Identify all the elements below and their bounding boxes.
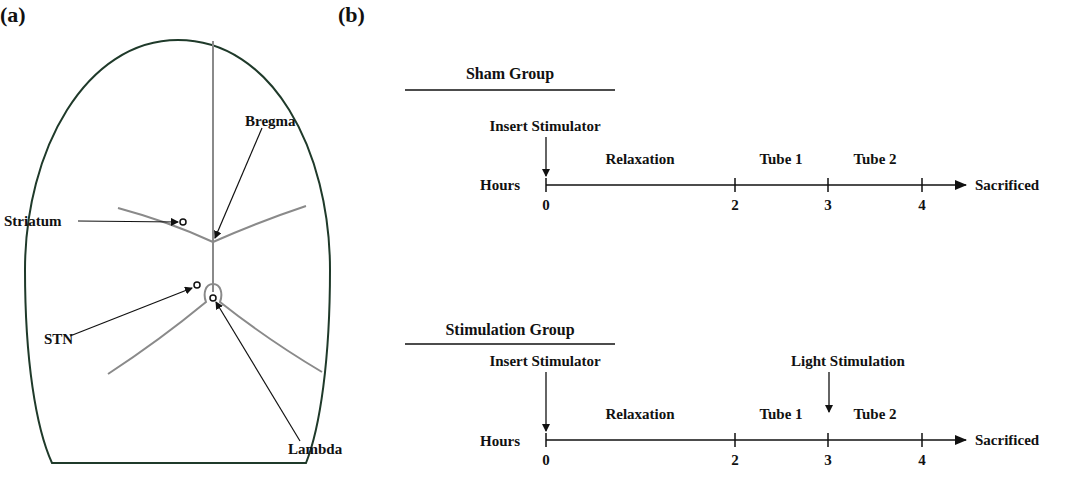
phase-label: Relaxation xyxy=(605,150,674,168)
tick-number: 3 xyxy=(824,196,832,214)
event-arrow xyxy=(828,372,829,412)
structure-label: STN xyxy=(44,330,73,348)
structure-label: Striatum xyxy=(4,212,62,230)
group-heading: Stimulation Group xyxy=(445,320,574,339)
time-axis xyxy=(546,184,966,186)
lambdoid-suture xyxy=(108,284,322,374)
panel-letter: (a) xyxy=(0,2,26,27)
tick xyxy=(827,433,829,447)
phase-label: Tube 1 xyxy=(759,150,802,168)
tick xyxy=(734,433,736,447)
leader-line xyxy=(78,221,178,222)
skull-outline xyxy=(25,40,330,463)
tick-number: 3 xyxy=(824,451,832,469)
target-point xyxy=(210,295,216,301)
tick xyxy=(921,178,923,192)
phase-label: Tube 2 xyxy=(853,405,896,423)
landmark-label: Lambda xyxy=(288,440,342,458)
tick xyxy=(734,178,736,192)
axis-end-label: Sacrificed xyxy=(975,431,1039,449)
event-arrow xyxy=(545,137,546,176)
phase-label: Tube 2 xyxy=(853,150,896,168)
phase-label: Tube 1 xyxy=(759,405,802,423)
time-axis xyxy=(546,439,966,441)
event-label: Light Stimulation xyxy=(791,352,905,370)
target-point xyxy=(194,282,200,288)
axis-end-label: Sacrificed xyxy=(975,176,1039,194)
event-label: Insert Stimulator xyxy=(489,352,600,370)
tick-number: 2 xyxy=(731,196,739,214)
axis-label: Hours xyxy=(480,176,520,194)
heading-underline xyxy=(405,89,615,91)
tick xyxy=(827,178,829,192)
coronal-suture xyxy=(118,206,306,242)
tick xyxy=(545,433,547,447)
heading-underline xyxy=(405,343,615,345)
tick-number: 4 xyxy=(918,451,926,469)
leader-line xyxy=(215,128,262,238)
target-point xyxy=(180,219,186,225)
tick xyxy=(921,433,923,447)
sagittal-suture xyxy=(212,41,214,292)
tick-number: 0 xyxy=(542,451,550,469)
tick-number: 0 xyxy=(542,196,550,214)
group-heading: Sham Group xyxy=(466,64,554,83)
event-label: Insert Stimulator xyxy=(489,117,600,135)
leader-line xyxy=(216,302,300,441)
tick xyxy=(545,178,547,192)
tick-number: 2 xyxy=(731,451,739,469)
panel-letter: (b) xyxy=(338,2,365,27)
event-arrow xyxy=(545,372,546,431)
landmark-label: Bregma xyxy=(245,112,296,130)
phase-label: Relaxation xyxy=(605,405,674,423)
leader-line xyxy=(70,288,192,336)
tick-number: 4 xyxy=(918,196,926,214)
axis-label: Hours xyxy=(480,432,520,450)
